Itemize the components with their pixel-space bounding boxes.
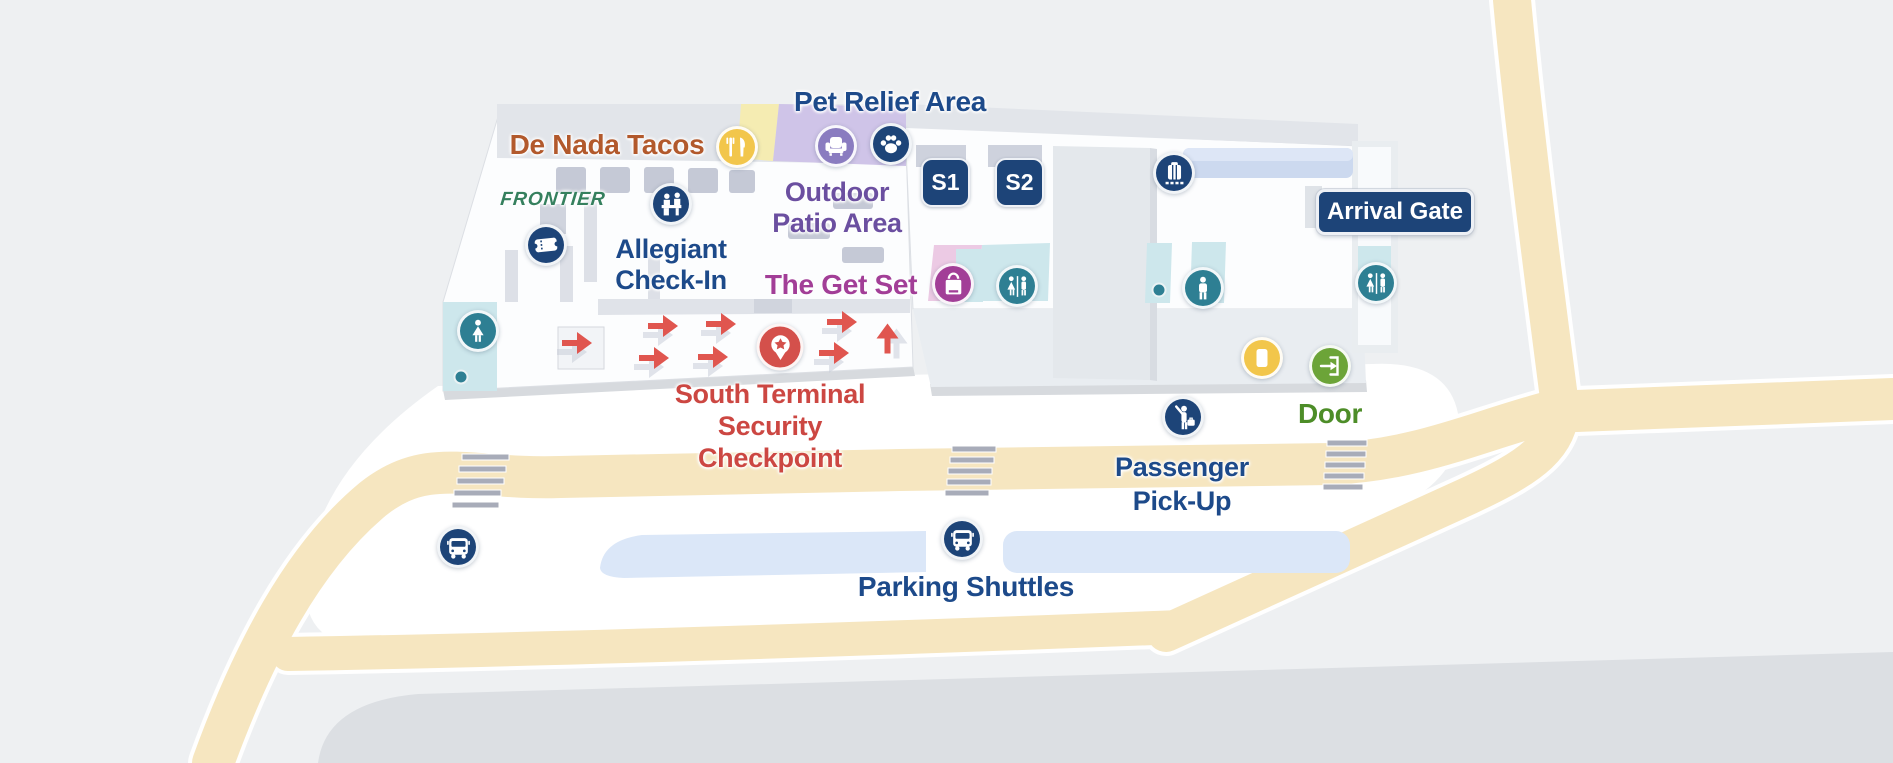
arrival-gate-label: Arrival Gate xyxy=(1326,198,1464,225)
entrance-marker[interactable] xyxy=(1309,345,1351,387)
crosswalk-west xyxy=(451,453,510,509)
security-line3: Checkpoint xyxy=(697,443,842,473)
check-in-desk-marker[interactable] xyxy=(650,183,692,225)
shuttle-stop-west-marker[interactable] xyxy=(437,526,479,568)
allegiant-check-in-label: Allegiant Check-In xyxy=(615,234,727,296)
allegiant-line1: Allegiant xyxy=(615,234,727,264)
the-get-set-label: The Get Set xyxy=(764,269,918,300)
patio-seating-marker[interactable] xyxy=(815,125,857,167)
outdoor-patio-line1: Outdoor xyxy=(784,177,890,207)
enter-icon xyxy=(1319,356,1339,376)
restroom-marker[interactable] xyxy=(996,265,1038,307)
passenger-pickup-line1: Passenger xyxy=(1115,452,1249,482)
path-arrow-up xyxy=(876,323,914,359)
allegiant-line2: Check-In xyxy=(615,265,727,295)
ticket-icon xyxy=(532,237,560,253)
security-line1: South Terminal xyxy=(674,379,866,409)
path-arrow xyxy=(701,313,737,350)
access-road xyxy=(1147,0,1579,652)
door-label: Door xyxy=(1297,398,1363,429)
path-arrow xyxy=(693,346,729,383)
outdoor-patio-area-label: Outdoor Patio Area xyxy=(772,177,902,239)
man-icon xyxy=(1199,276,1207,300)
bus-icon xyxy=(950,529,974,551)
south-field-area xyxy=(318,652,1893,763)
restaurant-marker[interactable] xyxy=(716,126,758,168)
restroom-marker-arrivals[interactable] xyxy=(1355,262,1397,304)
bus-icon xyxy=(446,537,470,559)
roads xyxy=(188,0,1893,763)
shopping-marker[interactable] xyxy=(932,263,974,305)
de-nada-tacos-label: De Nada Tacos xyxy=(509,129,705,160)
pet-relief-marker[interactable] xyxy=(870,123,912,165)
womens-restroom-marker[interactable] xyxy=(457,310,499,352)
passenger-pickup-label: Passenger Pick-Up xyxy=(1115,450,1249,518)
security-line2: Security xyxy=(717,411,823,441)
armchair-icon xyxy=(825,137,847,156)
parking-shuttles-label: Parking Shuttles xyxy=(857,571,1075,602)
main-terminal-road xyxy=(192,378,1893,763)
terminal-building xyxy=(442,104,1398,400)
shuttle-road xyxy=(271,610,1197,671)
utensils-icon xyxy=(726,137,745,157)
check-in-desk-icon xyxy=(661,191,681,215)
crosswalk-east xyxy=(1322,439,1368,491)
shuttle-lanes xyxy=(600,531,1350,578)
gate-s1-badge[interactable]: S1 xyxy=(921,158,970,207)
security-checkpoint-label: South Terminal Security Checkpoint xyxy=(674,378,866,474)
map-pin-star-icon xyxy=(770,334,790,360)
path-arrow xyxy=(634,347,670,384)
mens-restroom-marker[interactable] xyxy=(1182,267,1224,309)
arrival-gate-badge[interactable]: Arrival Gate xyxy=(1316,189,1474,235)
crosswalk-center xyxy=(944,445,997,497)
north-wall-east xyxy=(906,104,1358,146)
door-icon xyxy=(1256,349,1268,367)
baggage-claim-marker[interactable] xyxy=(1153,152,1195,194)
path-arrow xyxy=(643,315,679,352)
passenger-pickup-line2: Pick-Up xyxy=(1132,486,1232,516)
path-arrow xyxy=(822,311,858,348)
frontier-logo: FRONTIER xyxy=(499,189,607,210)
poi-dot xyxy=(1151,282,1167,298)
shopping-bag-icon xyxy=(945,272,961,294)
woman-icon xyxy=(472,319,484,342)
poi-dot xyxy=(453,369,469,385)
path-arrow xyxy=(557,332,593,369)
exit-corridor xyxy=(1053,146,1150,380)
pickup-icon xyxy=(1174,404,1195,429)
ticketing-marker[interactable] xyxy=(525,224,567,266)
baggage-icon xyxy=(1165,161,1183,184)
pet-relief-area-label: Pet Relief Area xyxy=(793,86,987,117)
restroom-icon xyxy=(1006,275,1026,297)
door-marker[interactable] xyxy=(1241,337,1283,379)
security-checkpoint-marker[interactable] xyxy=(756,323,804,371)
gate-s2-badge[interactable]: S2 xyxy=(995,158,1044,207)
restroom-icon xyxy=(1365,272,1385,294)
passenger-pickup-marker[interactable] xyxy=(1162,396,1204,438)
outdoor-patio-line2: Patio Area xyxy=(772,208,902,238)
shuttle-stop-center-marker[interactable] xyxy=(941,518,983,560)
path-arrow xyxy=(814,342,850,379)
paw-icon xyxy=(880,135,902,154)
